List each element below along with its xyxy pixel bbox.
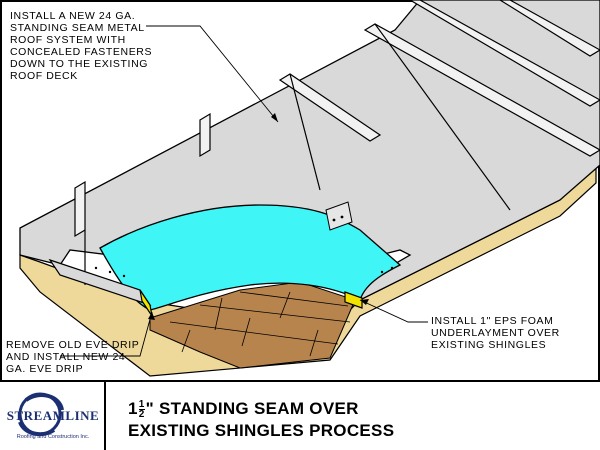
title-whole-number: 1 — [128, 399, 138, 418]
note-remove-eve-drip: REMOVE OLD EVE DRIP AND INSTALL NEW 24 G… — [6, 339, 140, 375]
seam-clip — [325, 201, 353, 231]
title-block: STREAMLINE Roofing and Construction Inc.… — [0, 380, 600, 450]
title-line-2: EXISTING SHINGLES PROCESS — [128, 421, 395, 440]
company-logo: STREAMLINE Roofing and Construction Inc. — [4, 386, 102, 448]
title-line-1-text: " STANDING SEAM OVER — [145, 399, 359, 418]
logo-tagline: Roofing and Construction Inc. — [16, 434, 90, 440]
note-install-metal-roof: INSTALL A NEW 24 GA. STANDING SEAM METAL… — [10, 10, 153, 82]
existing-shingles — [149, 281, 356, 369]
title-divider — [104, 382, 106, 450]
standing-seams — [74, 0, 600, 285]
logo-brand-name: STREAMLINE — [6, 408, 100, 423]
note-install-eps-foam: INSTALL 1" EPS FOAM UNDERLAYMENT OVER EX… — [431, 315, 560, 351]
eve-drip — [48, 258, 363, 317]
logo-swirl-icon — [18, 392, 64, 437]
